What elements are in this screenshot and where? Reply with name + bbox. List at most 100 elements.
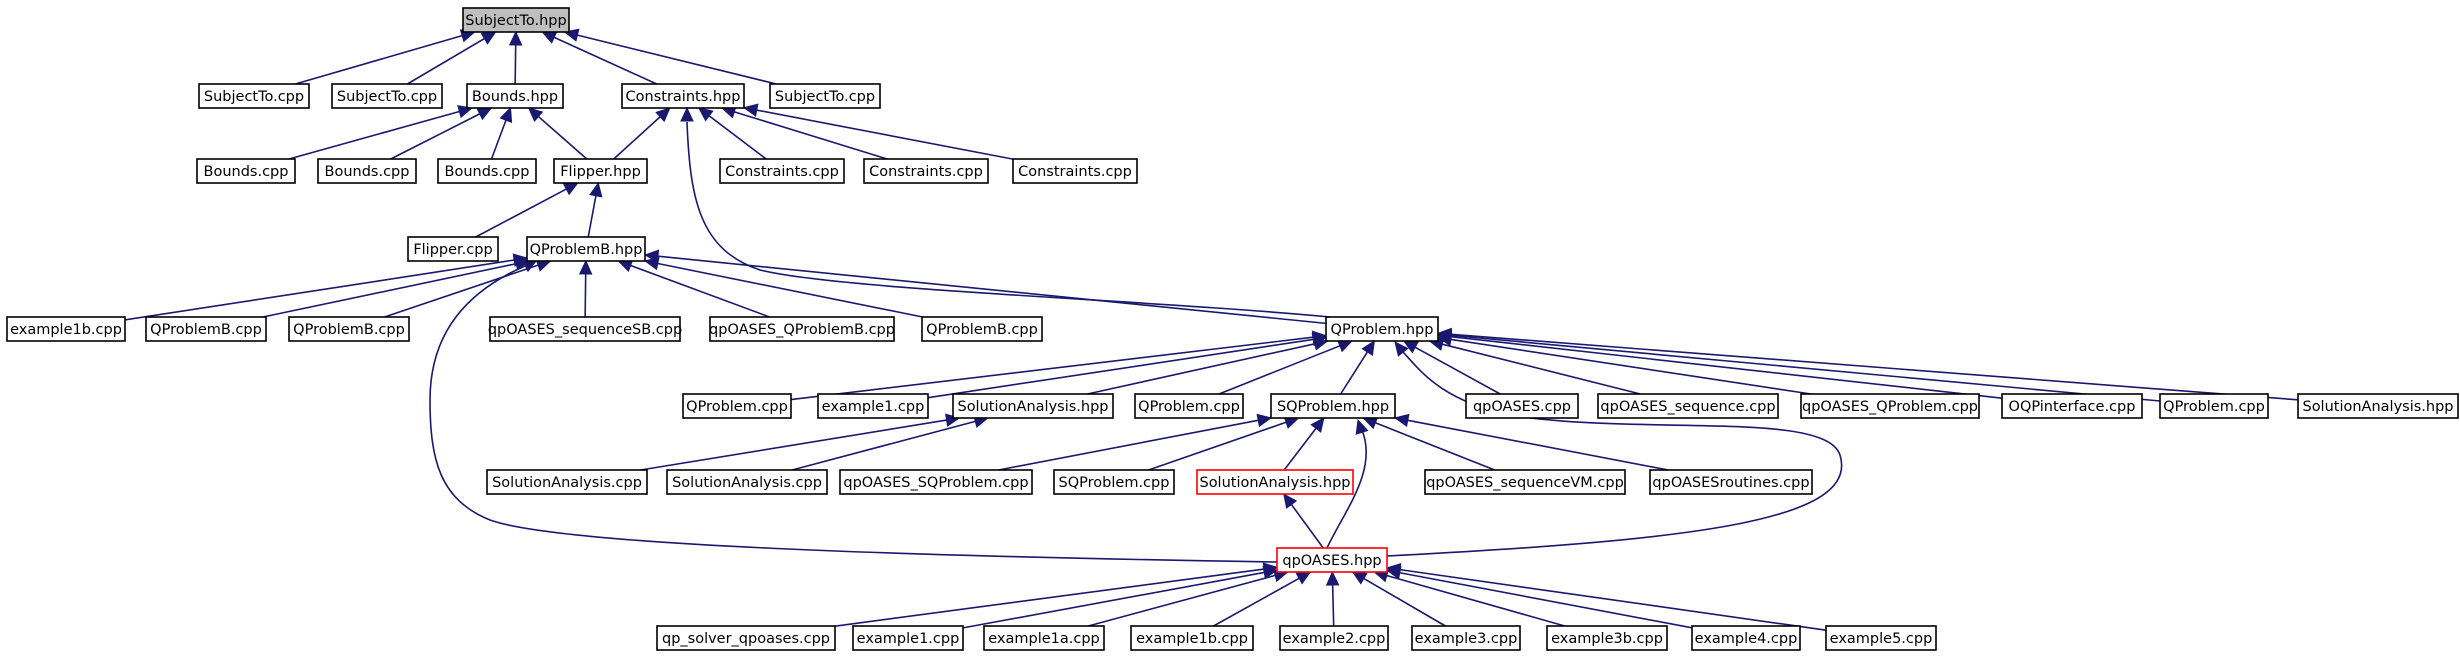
node-constraints-cpp-2-box <box>863 158 989 184</box>
node-qproblemb-cpp-1[interactable]: QProblemB.cpp <box>145 316 267 342</box>
node-qpoases-sequence-cpp[interactable]: qpOASES_sequence.cpp <box>1597 393 1779 419</box>
node-oqpinterface-cpp-box <box>2001 393 2143 419</box>
node-sequencesb-cpp[interactable]: qpOASES_sequenceSB.cpp <box>488 316 682 342</box>
node-constraints-hpp[interactable]: Constraints.hpp <box>621 83 745 109</box>
node-qproblem-cpp-2-label: QProblem.cpp <box>1138 399 1240 415</box>
edge-qproblemb-cpp-1-to-qproblemb-hpp <box>262 262 517 318</box>
node-constraints-cpp-2[interactable]: Constraints.cpp <box>863 158 989 184</box>
node-qproblem-cpp-1-box <box>682 393 792 419</box>
node-subjectto-cpp-1[interactable]: SubjectTo.cpp <box>198 83 310 109</box>
node-solutionanalysis-cpp-2-box <box>666 469 828 495</box>
node-example1a-cpp-box <box>983 625 1105 651</box>
node-example1-cpp-2[interactable]: example1.cpp <box>852 625 964 651</box>
node-qpoases-hpp-box <box>1276 547 1388 573</box>
node-qproblem-cpp-3[interactable]: QProblem.cpp <box>2159 393 2269 419</box>
node-qpoases-qproblemb-cpp[interactable]: qpOASES_QProblemB.cpp <box>709 316 895 342</box>
node-qpoases-cpp[interactable]: qpOASES.cpp <box>1465 393 1579 419</box>
node-subjectto-cpp-2-box <box>331 83 443 109</box>
node-constraints-cpp-3[interactable]: Constraints.cpp <box>1012 158 1138 184</box>
node-example5-cpp-box <box>1825 625 1937 651</box>
node-solutionanalysis-hpp-1[interactable]: SolutionAnalysis.hpp <box>952 393 1114 419</box>
node-subjectto-cpp-1-box <box>198 83 310 109</box>
node-example3-cpp-box <box>1411 625 1521 651</box>
node-sqproblem-hpp[interactable]: SQProblem.hpp <box>1270 393 1396 419</box>
edge-qpoases-cpp-to-qproblem-hpp <box>1414 346 1501 395</box>
node-bounds-hpp[interactable]: Bounds.hpp <box>466 83 564 109</box>
edge-solutionanalysis-hpp-red-to-sqproblem-hpp-arrowhead <box>1310 417 1325 433</box>
node-example1a-cpp[interactable]: example1a.cpp <box>983 625 1105 651</box>
node-constraints-cpp-1[interactable]: Constraints.cpp <box>719 158 845 184</box>
edge-example1a-cpp-to-qpoases-hpp <box>1088 574 1276 627</box>
node-example4-cpp[interactable]: example4.cpp <box>1691 625 1801 651</box>
node-qpoases-qproblemb-cpp-box <box>709 316 895 342</box>
node-solutionanalysis-cpp-1[interactable]: SolutionAnalysis.cpp <box>486 469 648 495</box>
node-qproblemb-cpp-3-label: QProblemB.cpp <box>926 322 1038 338</box>
node-sqproblem-cpp[interactable]: SQProblem.cpp <box>1053 469 1175 495</box>
node-flipper-cpp[interactable]: Flipper.cpp <box>407 236 499 262</box>
node-bounds-cpp-1[interactable]: Bounds.cpp <box>196 158 296 184</box>
node-qproblemb-hpp[interactable]: QProblemB.hpp <box>526 236 646 262</box>
node-solutionanalysis-hpp-red[interactable]: SolutionAnalysis.hpp <box>1196 469 1354 495</box>
edge-solutionanalysis-hpp-1-to-qproblem-hpp <box>1087 343 1316 395</box>
node-qproblemb-cpp-2[interactable]: QProblemB.cpp <box>288 316 410 342</box>
node-qproblemb-cpp-3[interactable]: QProblemB.cpp <box>921 316 1043 342</box>
node-qpoases-qproblem-cpp-box <box>1800 393 1980 419</box>
node-sequencevm-cpp[interactable]: qpOASES_sequenceVM.cpp <box>1424 469 1626 495</box>
node-qp-solver-qpoases-cpp-label: qp_solver_qpoases.cpp <box>662 631 830 647</box>
edge-flipper-cpp-to-flipper-hpp-arrowhead <box>562 182 579 196</box>
node-flipper-cpp-box <box>407 236 499 262</box>
edge-qpoases-sqproblem-cpp-to-sqproblem-hpp-arrowhead <box>1256 413 1273 428</box>
edge-bounds-hpp-to-subjectto-hpp <box>514 44 517 85</box>
node-qpoasesroutines-cpp[interactable]: qpOASESroutines.cpp <box>1649 469 1813 495</box>
node-example1b-cpp-2[interactable]: example1b.cpp <box>1130 625 1254 651</box>
node-subjectto-hpp[interactable]: SubjectTo.hpp <box>462 7 570 33</box>
node-qpoases-sqproblem-cpp[interactable]: qpOASES_SQProblem.cpp <box>839 469 1033 495</box>
node-oqpinterface-cpp[interactable]: OQPinterface.cpp <box>2001 393 2143 419</box>
node-example1b-cpp-1-box <box>6 316 126 342</box>
node-solutionanalysis-hpp-2[interactable]: SolutionAnalysis.hpp <box>2297 393 2459 419</box>
node-qproblem-hpp[interactable]: QProblem.hpp <box>1325 316 1439 342</box>
edge-qpoases-sequence-cpp-to-qproblem-hpp <box>1442 343 1641 395</box>
node-bounds-cpp-3-box <box>437 158 537 184</box>
node-example3b-cpp[interactable]: example3b.cpp <box>1546 625 1668 651</box>
node-example1b-cpp-1[interactable]: example1b.cpp <box>6 316 126 342</box>
node-qproblem-cpp-2[interactable]: QProblem.cpp <box>1134 393 1244 419</box>
edge-example2-cpp-to-qpoases-hpp <box>1331 584 1335 627</box>
node-solutionanalysis-cpp-2[interactable]: SolutionAnalysis.cpp <box>666 469 828 495</box>
node-subjectto-cpp-3-label: SubjectTo.cpp <box>775 89 875 105</box>
node-qpoases-qproblem-cpp[interactable]: qpOASES_QProblem.cpp <box>1800 393 1980 419</box>
node-subjectto-hpp-label: SubjectTo.hpp <box>465 13 566 29</box>
edge-sequencesb-cpp-to-qproblemb-hpp-arrowhead <box>578 259 593 275</box>
edge-flipper-hpp-to-constraints-hpp-arrowhead <box>655 107 671 123</box>
node-example4-cpp-label: example4.cpp <box>1695 631 1798 647</box>
node-subjectto-cpp-1-label: SubjectTo.cpp <box>204 89 304 105</box>
edge-solutionanalysis-hpp-red-to-sqproblem-hpp <box>1283 427 1317 471</box>
node-example1-cpp-1[interactable]: example1.cpp <box>817 393 929 419</box>
node-flipper-hpp[interactable]: Flipper.hpp <box>553 158 648 184</box>
node-example3-cpp-label: example3.cpp <box>1415 631 1518 647</box>
node-bounds-cpp-3[interactable]: Bounds.cpp <box>437 158 537 184</box>
node-qp-solver-qpoases-cpp[interactable]: qp_solver_qpoases.cpp <box>656 625 836 651</box>
node-example2-cpp-label: example2.cpp <box>1283 631 1386 647</box>
node-example4-cpp-box <box>1691 625 1801 651</box>
node-subjectto-cpp-2-label: SubjectTo.cpp <box>337 89 437 105</box>
node-qpoases-hpp[interactable]: qpOASES.hpp <box>1276 547 1388 573</box>
edge-qproblem-hpp-to-constraints-hpp-arrowhead <box>680 106 694 122</box>
node-example2-cpp[interactable]: example2.cpp <box>1279 625 1389 651</box>
node-example3-cpp[interactable]: example3.cpp <box>1411 625 1521 651</box>
node-example5-cpp[interactable]: example5.cpp <box>1825 625 1937 651</box>
node-solutionanalysis-cpp-2-label: SolutionAnalysis.cpp <box>672 475 822 491</box>
node-bounds-hpp-label: Bounds.hpp <box>472 89 558 105</box>
node-constraints-cpp-1-box <box>719 158 845 184</box>
edge-subjectto-cpp-3-to-subjectto-hpp <box>577 34 777 85</box>
node-solutionanalysis-hpp-1-box <box>952 393 1114 419</box>
node-subjectto-cpp-3[interactable]: SubjectTo.cpp <box>769 83 881 109</box>
node-constraints-cpp-1-label: Constraints.cpp <box>725 164 839 180</box>
node-qpoases-qproblem-cpp-label: qpOASES_QProblem.cpp <box>1802 399 1978 415</box>
node-bounds-cpp-2[interactable]: Bounds.cpp <box>317 158 417 184</box>
node-subjectto-cpp-2[interactable]: SubjectTo.cpp <box>331 83 443 109</box>
edge-qproblem-cpp-3-to-qproblem-hpp <box>1450 334 2161 402</box>
node-qpoasesroutines-cpp-label: qpOASESroutines.cpp <box>1652 475 1809 491</box>
node-qproblem-cpp-1[interactable]: QProblem.cpp <box>682 393 792 419</box>
